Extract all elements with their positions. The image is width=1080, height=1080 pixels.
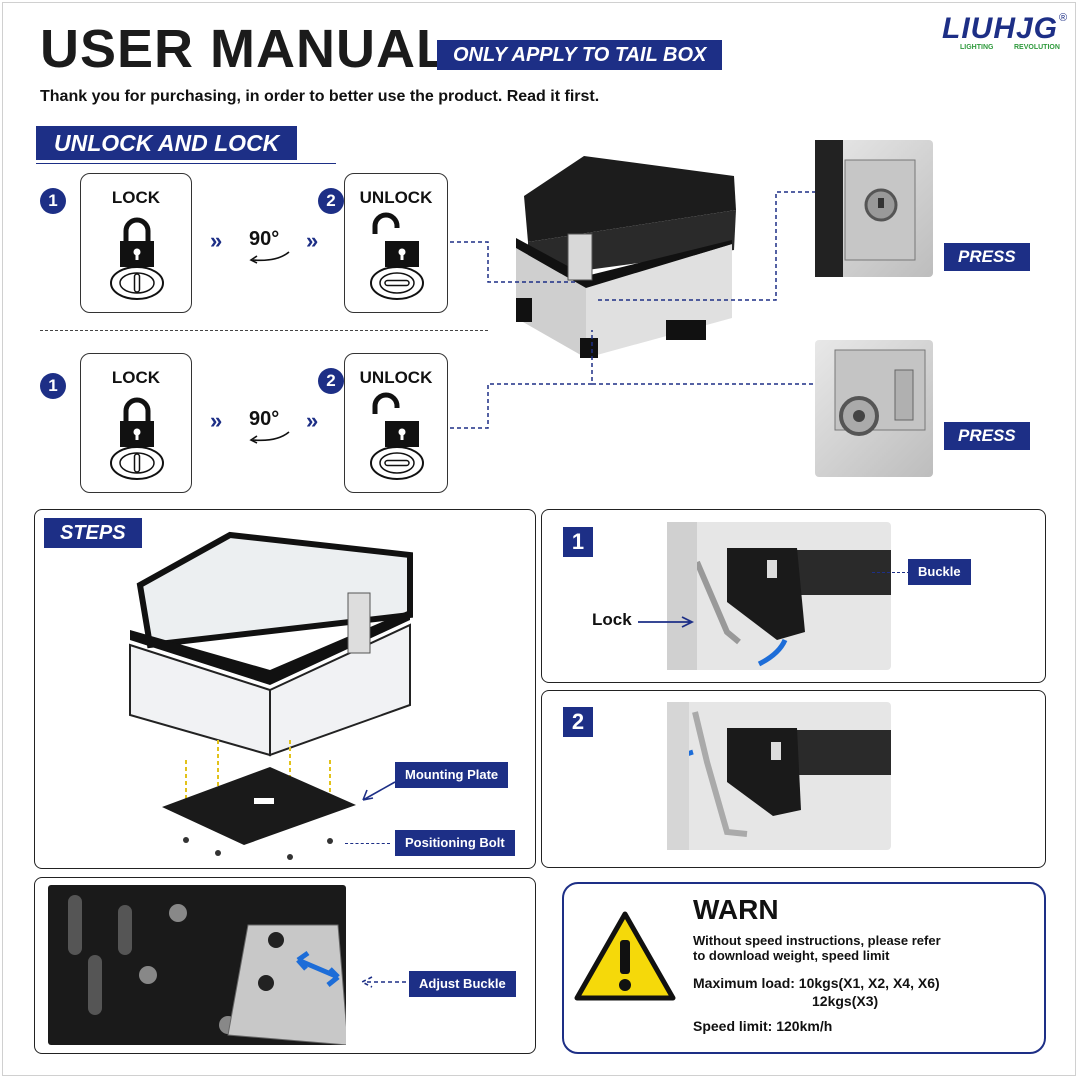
transparent-box-diagram <box>129 531 413 860</box>
brand-sub-right: REVOLUTION <box>1014 44 1060 51</box>
section-underline <box>36 163 336 164</box>
row1-step2-number: 2 <box>318 188 344 214</box>
unlock-section-title: UNLOCK AND LOCK <box>36 126 298 160</box>
row2-unlock-card: UNLOCK <box>344 353 448 493</box>
step2-number: 2 <box>563 707 593 737</box>
row1-angle: 90° <box>249 228 280 250</box>
warn-line-1: Without speed instructions, please refer <box>693 933 941 948</box>
padlock-closed-icon <box>110 397 164 480</box>
press-photo-2 <box>815 340 933 477</box>
max-load-line-2: 12kgs(X3) <box>812 993 879 1009</box>
row2-step1-number: 1 <box>40 373 66 399</box>
rotate-arrow-icon <box>249 431 290 444</box>
row2-lock-card: LOCK <box>80 353 192 493</box>
tail-box-photo <box>516 156 736 358</box>
padlock-closed-icon <box>110 217 164 300</box>
brand-sub-left: LIGHTING <box>960 44 994 51</box>
buckle-pointer <box>872 572 910 573</box>
row1-lock-card: LOCK <box>80 173 192 313</box>
apply-tag: ONLY APPLY TO TAIL BOX <box>437 40 723 70</box>
positioning-bolt-label: Positioning Bolt <box>395 830 515 856</box>
intro-text: Thank you for purchasing, in order to be… <box>40 88 600 105</box>
buckle-open-photo <box>654 702 891 850</box>
warning-triangle-icon <box>574 911 676 1001</box>
brand-logo: LIUHJG ® LIGHTING REVOLUTION <box>942 12 1072 60</box>
row1-arrow-right: » <box>306 228 319 253</box>
press-label-2: PRESS <box>944 422 1030 450</box>
row2-step2-number: 2 <box>318 368 344 394</box>
warn-title: WARN <box>693 894 779 925</box>
step2-photo <box>654 702 891 850</box>
padlock-open-icon <box>370 212 424 300</box>
mounting-plate-arrow <box>362 781 396 801</box>
row1-step1-number: 1 <box>40 188 66 214</box>
row1-unlock-label: UNLOCK <box>359 188 433 207</box>
press-label-1: PRESS <box>944 243 1030 271</box>
adjust-photo <box>48 885 349 1046</box>
connector-lines <box>450 191 816 429</box>
max-load-line-1: Maximum load: 10kgs(X1, X2, X4, X6) <box>693 975 940 991</box>
row2-unlock-label: UNLOCK <box>359 368 433 387</box>
steps-section-title: STEPS <box>44 518 142 548</box>
speed-limit: Speed limit: 120km/h <box>693 1018 833 1034</box>
warn-panel <box>562 882 1046 1054</box>
latch-open-photo-icon <box>834 349 926 436</box>
step1-photo <box>667 522 891 670</box>
lock-pointer-arrow <box>638 616 695 628</box>
row2-lock-label: LOCK <box>111 368 161 387</box>
row1-arrow-left: » <box>210 228 223 253</box>
row1-unlock-card: UNLOCK <box>344 173 448 313</box>
brand-registered: ® <box>1059 12 1068 24</box>
step1-number: 1 <box>563 527 593 557</box>
page-title: USER MANUAL <box>40 19 450 79</box>
plate-buckle-photo <box>68 895 349 1046</box>
row2-angle: 90° <box>249 408 280 430</box>
warn-line-2: to download weight, speed limit <box>693 948 890 963</box>
buckle-label: Buckle <box>908 559 971 585</box>
padlock-open-icon <box>370 392 424 480</box>
latch-photo-icon <box>815 140 916 277</box>
adjust-pointer <box>360 976 406 988</box>
row-divider <box>40 330 488 331</box>
mounting-plate-label: Mounting Plate <box>395 762 509 788</box>
rotate-arrow-icon <box>249 251 290 264</box>
bolt-pointer <box>345 843 390 844</box>
lock-label: Lock <box>592 610 632 629</box>
row2-arrow-left: » <box>210 408 223 433</box>
row2-arrow-right: » <box>306 408 319 433</box>
row1-lock-label: LOCK <box>111 188 161 207</box>
press-photo-1 <box>815 140 933 277</box>
adjust-buckle-label: Adjust Buckle <box>409 971 516 997</box>
buckle-lock-photo <box>667 522 891 670</box>
brand-name: LIUHJG <box>942 12 1059 45</box>
